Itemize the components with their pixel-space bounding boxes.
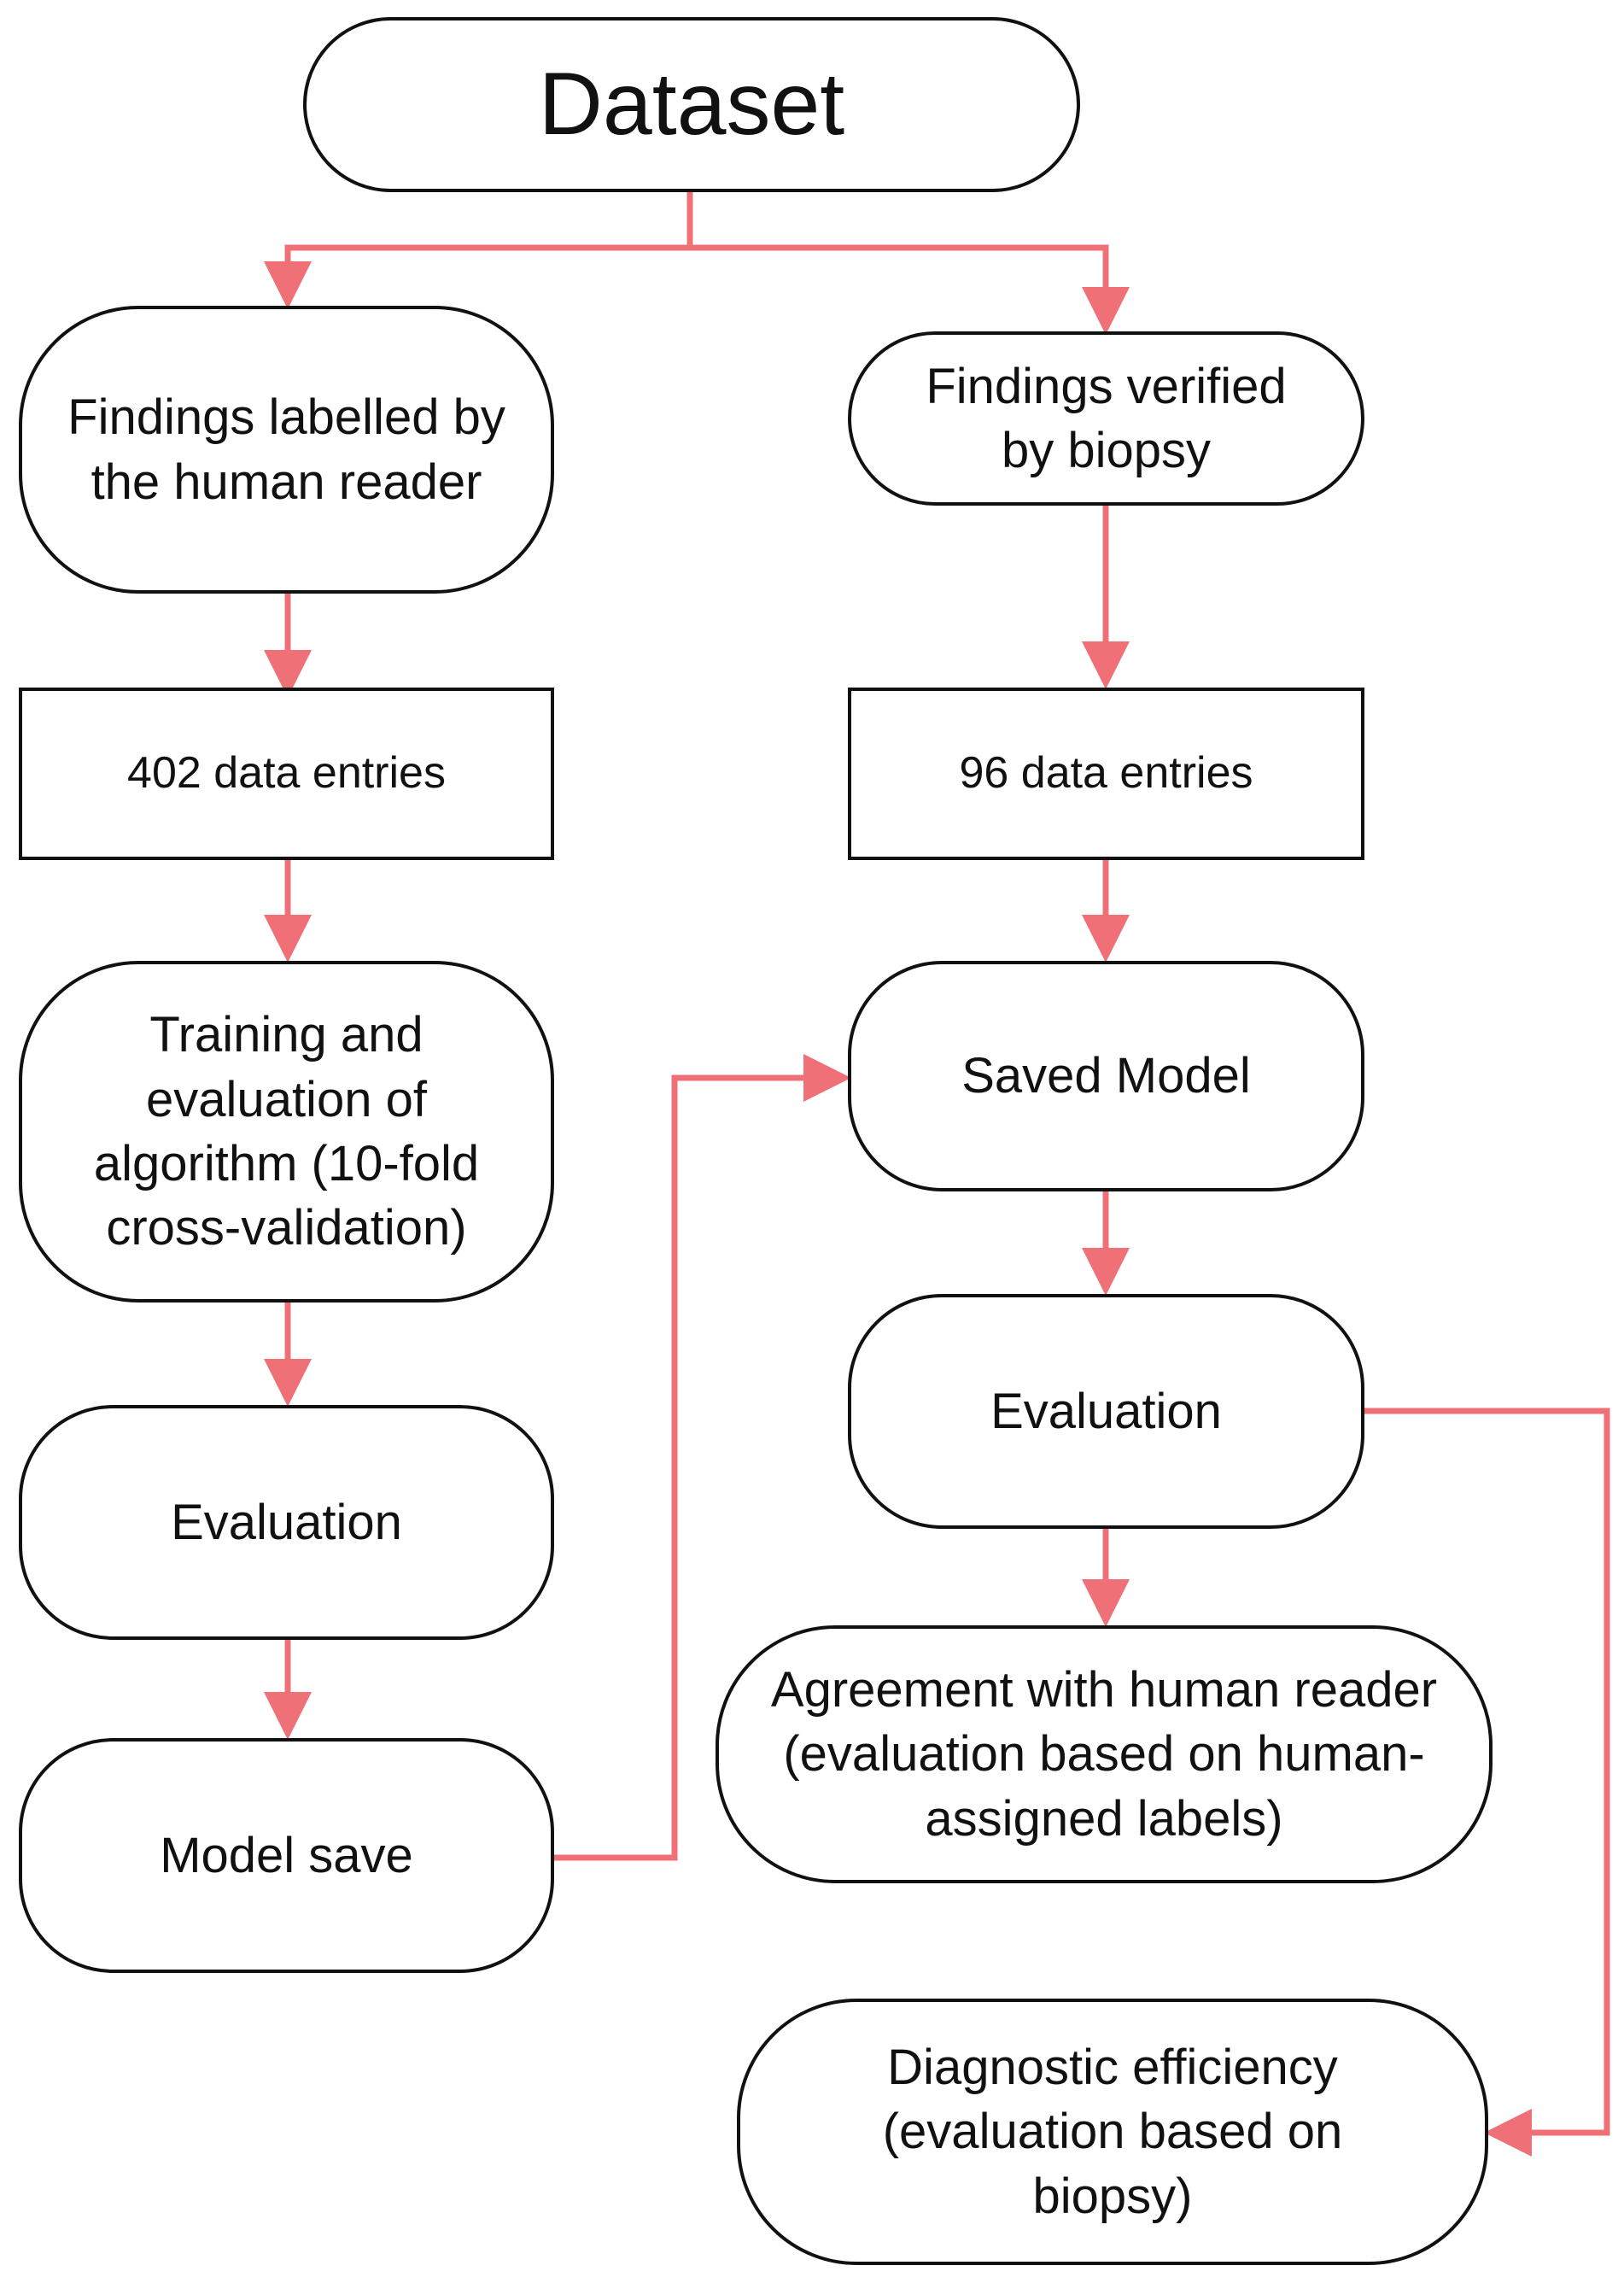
dataset-node: Dataset: [303, 17, 1080, 192]
model-save-node: Model save: [19, 1738, 554, 1973]
diagnostic-label: Diagnostic efficiency (evaluation based …: [882, 2039, 1343, 2224]
diagnostic-node: Diagnostic efficiency (evaluation based …: [737, 1999, 1488, 2265]
training-label: Training and evaluation of algorithm (10…: [93, 1007, 480, 1256]
arrow-dataset-to-findings-verified: [690, 244, 1130, 335]
saved-model-label: Saved Model: [961, 1048, 1251, 1104]
arrow-dataset-to-findings-labelled: [264, 192, 693, 309]
saved-model-node: Saved Model: [848, 961, 1364, 1191]
entries-96-node: 96 data entries: [848, 688, 1364, 860]
evaluation-left-node: Evaluation: [19, 1405, 554, 1640]
evaluation-right-label: Evaluation: [990, 1383, 1222, 1439]
dataset-label: Dataset: [538, 54, 845, 154]
arrow-model-save-to-saved-model: [553, 1054, 851, 1861]
entries-96-label: 96 data entries: [959, 748, 1253, 799]
findings-verified-node: Findings verified by biopsy: [848, 331, 1364, 506]
agreement-label: Agreement with human reader (evaluation …: [770, 1661, 1438, 1847]
entries-402-label: 402 data entries: [127, 748, 446, 799]
entries-402-node: 402 data entries: [19, 688, 554, 860]
evaluation-left-label: Evaluation: [171, 1494, 402, 1550]
findings-labelled-label: Findings labelled by the human reader: [67, 389, 505, 510]
findings-labelled-node: Findings labelled by the human reader: [19, 306, 554, 594]
training-node: Training and evaluation of algorithm (10…: [19, 961, 554, 1302]
arrow-evaluation-to-diagnostic: [1364, 1408, 1610, 2157]
findings-verified-label: Findings verified by biopsy: [926, 358, 1287, 478]
evaluation-right-node: Evaluation: [848, 1294, 1364, 1529]
agreement-node: Agreement with human reader (evaluation …: [716, 1625, 1493, 1883]
model-save-label: Model save: [160, 1827, 413, 1883]
